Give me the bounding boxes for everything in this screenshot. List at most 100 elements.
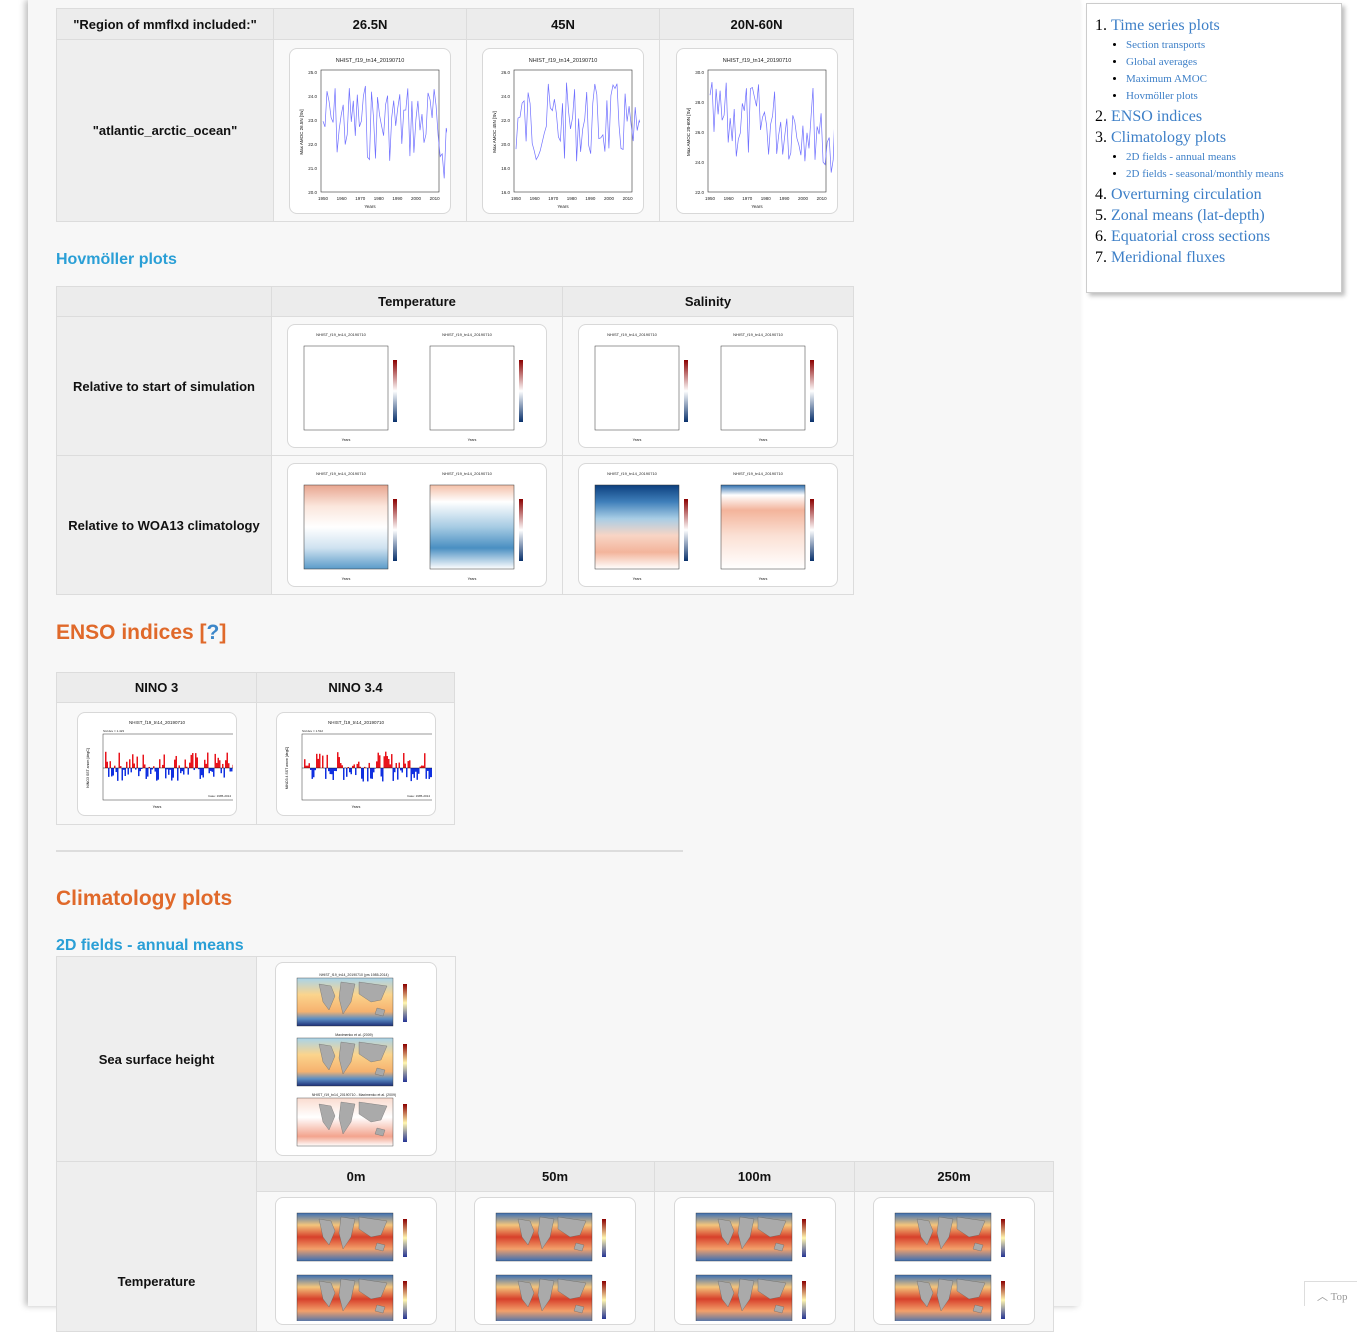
svg-text:1970: 1970	[742, 196, 753, 201]
time-series-chart: NHIST_f19_tn14_2019071026.024.022.020.01…	[486, 52, 640, 210]
svg-text:base: 1985-2014: base: 1985-2014	[208, 794, 231, 798]
svg-text:16.0: 16.0	[501, 190, 510, 195]
svg-text:1990: 1990	[779, 196, 790, 201]
svg-text:Years: Years	[468, 577, 477, 581]
svg-text:1970: 1970	[355, 196, 366, 201]
back-to-top-button[interactable]: ︿ Top	[1304, 1281, 1357, 1306]
svg-text:18.0: 18.0	[501, 166, 510, 171]
svg-text:NHIST_f19_tn14_20190710: NHIST_f19_tn14_20190710	[327, 720, 384, 725]
toc-item: Time series plots Section transports Glo…	[1111, 16, 1341, 105]
svg-text:NHIST_f19_tn14_20190710: NHIST_f19_tn14_20190710	[316, 471, 367, 476]
enso-help-link[interactable]: ?	[207, 621, 220, 644]
toc-link-equatorial[interactable]: Equatorial cross sections	[1111, 228, 1270, 245]
svg-text:Years: Years	[342, 438, 351, 442]
svg-text:NHIST_f19_tn14_20190710: NHIST_f19_tn14_20190710	[529, 58, 598, 64]
col-100m: 100m	[655, 1162, 855, 1192]
svg-text:20.0: 20.0	[308, 190, 317, 195]
toc-link-seasonal-means[interactable]: 2D fields - seasonal/monthly means	[1126, 168, 1284, 180]
col-26-5n: 26.5N	[274, 9, 467, 40]
svg-text:2000: 2000	[411, 196, 422, 201]
svg-text:Years: Years	[633, 577, 642, 581]
svg-text:20.0: 20.0	[501, 142, 510, 147]
svg-text:21.0: 21.0	[308, 166, 317, 171]
toc-link-section-transports[interactable]: Section transports	[1126, 39, 1205, 51]
col-temperature: Temperature	[272, 287, 563, 317]
toc-link-time-series[interactable]: Time series plots	[1111, 17, 1220, 34]
temperature-map-chart	[279, 1201, 433, 1321]
svg-text:22.0: 22.0	[695, 190, 704, 195]
svg-text:22.0: 22.0	[308, 142, 317, 147]
svg-text:NHIST_f19_tn14_20190710 - Maxi: NHIST_f19_tn14_20190710 - Maximenko et a…	[312, 1093, 396, 1097]
svg-text:NHIST_f19_tn14_20190710: NHIST_f19_tn14_20190710	[733, 471, 784, 476]
toc-link-maximum-amoc[interactable]: Maximum AMOC	[1126, 73, 1207, 85]
svg-text:Years: Years	[152, 805, 161, 809]
svg-text:NHIST_f19_tn14_20190710: NHIST_f19_tn14_20190710	[442, 471, 493, 476]
col-nino3: NINO 3	[57, 673, 257, 703]
svg-text:NHIST_f19_tn14_20190710: NHIST_f19_tn14_20190710	[722, 58, 791, 64]
svg-text:Years: Years	[759, 438, 768, 442]
annual-means-heading[interactable]: 2D fields - annual means	[56, 937, 244, 955]
toc-link-hovmoller[interactable]: Hovmöller plots	[1126, 90, 1198, 102]
svg-text:NHIST_f19_tn14_20190710: NHIST_f19_tn14_20190710	[442, 332, 493, 337]
temperature-map-chart	[678, 1201, 832, 1321]
svg-text:NHIST_f19_tn14_20190710: NHIST_f19_tn14_20190710	[733, 332, 784, 337]
toc-link-annual-means[interactable]: 2D fields - annual means	[1126, 151, 1236, 163]
svg-text:Max AMOC 20-60N [Sv]: Max AMOC 20-60N [Sv]	[686, 107, 691, 155]
svg-text:NINO3.4 SST anom [degC]: NINO3.4 SST anom [degC]	[285, 746, 289, 788]
svg-text:Years: Years	[342, 577, 351, 581]
time-series-chart: NHIST_f19_tn14_2019071030.028.026.024.02…	[680, 52, 834, 210]
toc-link-climatology[interactable]: Climatology plots	[1111, 129, 1226, 146]
svg-text:Max AMOC 45N [Sv]: Max AMOC 45N [Sv]	[492, 111, 497, 153]
svg-text:NHIST_f19_tn14_20190710: NHIST_f19_tn14_20190710	[607, 332, 658, 337]
col-nino34: NINO 3.4	[257, 673, 455, 703]
svg-text:24.0: 24.0	[308, 94, 317, 99]
svg-text:1950: 1950	[704, 196, 715, 201]
svg-text:2010: 2010	[816, 196, 827, 201]
toc-link-global-averages[interactable]: Global averages	[1126, 56, 1197, 68]
col-45n: 45N	[467, 9, 660, 40]
svg-text:NHIST_f19_tn14_20190710: NHIST_f19_tn14_20190710	[128, 720, 185, 725]
svg-text:NHIST_f19_tn14_20190710 (yrs 1: NHIST_f19_tn14_20190710 (yrs 1985-2014)	[319, 973, 388, 977]
toc-link-overturning[interactable]: Overturning circulation	[1111, 186, 1262, 203]
toc-link-zonal-means[interactable]: Zonal means (lat-depth)	[1111, 207, 1265, 224]
svg-text:Std dev = 1.423: Std dev = 1.423	[103, 729, 124, 733]
svg-text:1990: 1990	[392, 196, 403, 201]
svg-text:23.0: 23.0	[308, 118, 317, 123]
ssh-map-chart: NHIST_f19_tn14_20190710 (yrs 1985-2014)M…	[279, 966, 433, 1152]
row-relative-start: Relative to start of simulation	[57, 317, 272, 456]
svg-text:1960: 1960	[337, 196, 348, 201]
svg-text:1960: 1960	[723, 196, 734, 201]
svg-text:2010: 2010	[430, 196, 441, 201]
svg-text:28.0: 28.0	[695, 100, 704, 105]
svg-text:24.0: 24.0	[695, 160, 704, 165]
row-relative-woa13: Relative to WOA13 climatology	[57, 456, 272, 595]
toc-link-enso[interactable]: ENSO indices	[1111, 108, 1202, 125]
time-series-chart: NHIST_f19_tn14_2019071025.024.023.022.02…	[293, 52, 447, 210]
climatology-table: Sea surface height NHIST_f19_tn14_201907…	[56, 956, 1054, 1332]
svg-text:1980: 1980	[760, 196, 771, 201]
toc-link-meridional[interactable]: Meridional fluxes	[1111, 249, 1225, 266]
chevron-up-icon: ︿	[1317, 1291, 1328, 1303]
svg-text:2000: 2000	[797, 196, 808, 201]
svg-text:Years: Years	[364, 204, 376, 209]
ssh-plot[interactable]: NHIST_f19_tn14_20190710 (yrs 1985-2014)M…	[275, 962, 437, 1156]
hovmoller-heading[interactable]: Hovmöller plots	[56, 251, 177, 269]
svg-text:26.0: 26.0	[501, 70, 510, 75]
top-label: Top	[1331, 1291, 1348, 1303]
svg-text:25.0: 25.0	[308, 70, 317, 75]
